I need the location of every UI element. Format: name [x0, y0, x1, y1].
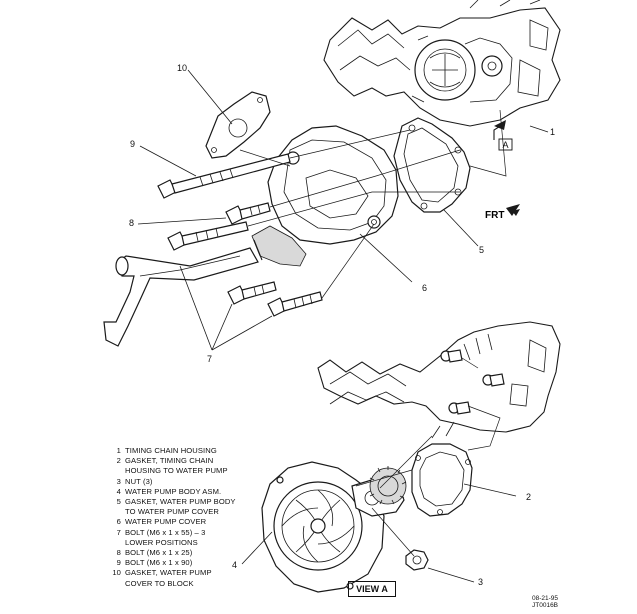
assembly-lines-top: [239, 109, 507, 299]
legend-item: 4 WATER PUMP BODY ASM.: [108, 487, 308, 497]
callout-9: 9: [130, 139, 135, 149]
view-a-arrow: A: [493, 120, 513, 151]
front-label: FRT: [485, 210, 504, 221]
legend-number: 4: [116, 486, 121, 496]
gasket-pump-body-to-cover: [393, 117, 471, 213]
legend-number: 1: [116, 446, 121, 455]
callout-4: 4: [232, 560, 237, 570]
legend-text: WATER PUMP COVER: [125, 517, 207, 527]
legend-item: 8 BOLT (M6 x 1 x 25): [108, 548, 308, 558]
legend-number: 2: [116, 456, 121, 466]
legend-item: 6 WATER PUMP COVER: [108, 517, 308, 527]
drawing-code: JT0016B: [532, 602, 559, 609]
timing-chain-housing: [323, 0, 561, 127]
legend-text: GASKET, TIMING CHAIN HOUSING TO WATER PU…: [125, 456, 228, 476]
legend-number: 5: [116, 497, 121, 507]
legend-item: 10 GASKET, WATER PUMP COVER TO BLOCK: [108, 568, 308, 588]
legend-text: TIMING CHAIN HOUSING: [125, 446, 217, 455]
assembly-lines-bottom: [355, 357, 501, 557]
callout-3: 3: [478, 577, 483, 587]
water-pump-cover: [251, 125, 399, 267]
block-outline-view-a: [317, 321, 561, 439]
legend-text: BOLT (M6 x 1 x 55) – 3 LOWER POSITIONS: [125, 527, 206, 547]
legend-number: 3: [116, 476, 121, 486]
callout-6: 6: [422, 283, 427, 293]
legend-text: NUT (3): [125, 476, 153, 486]
view-a-label: VIEW A: [348, 581, 396, 597]
legend-item: 2 GASKET, TIMING CHAIN HOUSING TO WATER P…: [108, 456, 308, 476]
bolt-m6-55-a: [167, 221, 249, 251]
legend-text: WATER PUMP BODY ASM.: [125, 486, 222, 496]
bolt-m6-55-b: [227, 281, 277, 305]
callout-5: 5: [479, 245, 484, 255]
bolt-m6-90: [157, 153, 291, 199]
legend-item: 5 GASKET, WATER PUMP BODY TO WATER PUMP C…: [108, 497, 308, 517]
legend-number: 10: [112, 568, 121, 578]
bolt-m6-25: [225, 202, 271, 225]
legend-item: 7 BOLT (M6 x 1 x 55) – 3 LOWER POSITIONS: [108, 528, 308, 548]
legend-number: 9: [116, 558, 121, 568]
bolt-m6-55-c: [267, 291, 323, 317]
legend-item: 3 NUT (3): [108, 477, 308, 487]
callout-7: 7: [207, 354, 212, 364]
legend-item: 9 BOLT (M6 x 1 x 90): [108, 558, 308, 568]
coolant-pipe: [103, 247, 259, 347]
legend-text: GASKET, WATER PUMP COVER TO BLOCK: [125, 568, 212, 588]
legend-number: 8: [116, 548, 121, 558]
drawing-date: 08-21-95: [532, 595, 559, 602]
legend-number: 6: [116, 517, 121, 527]
callout-8: 8: [129, 218, 134, 228]
parts-legend: 1 TIMING CHAIN HOUSING 2 GASKET, TIMING CH…: [108, 446, 308, 589]
callout-leaders: [137, 69, 549, 583]
callout-10: 10: [177, 63, 187, 73]
pump-sprocket: [369, 466, 407, 505]
callout-1: 1: [550, 127, 555, 137]
legend-number: 7: [116, 527, 121, 537]
front-indicator: FRT: [485, 204, 520, 221]
gasket-cover-to-block: [205, 91, 271, 159]
nut: [405, 549, 429, 571]
legend-item: 1 TIMING CHAIN HOUSING: [108, 446, 308, 456]
view-arrow-label: A: [502, 140, 508, 150]
drawing-stamp: 08-21-95 JT0016B: [532, 595, 558, 609]
legend-text: GASKET, WATER PUMP BODY TO WATER PUMP CO…: [125, 497, 236, 517]
legend-text: BOLT (M6 x 1 x 25): [125, 548, 193, 558]
legend-text: BOLT (M6 x 1 x 90): [125, 558, 193, 568]
gasket-housing-to-pump: [411, 443, 473, 517]
callout-2: 2: [526, 492, 531, 502]
